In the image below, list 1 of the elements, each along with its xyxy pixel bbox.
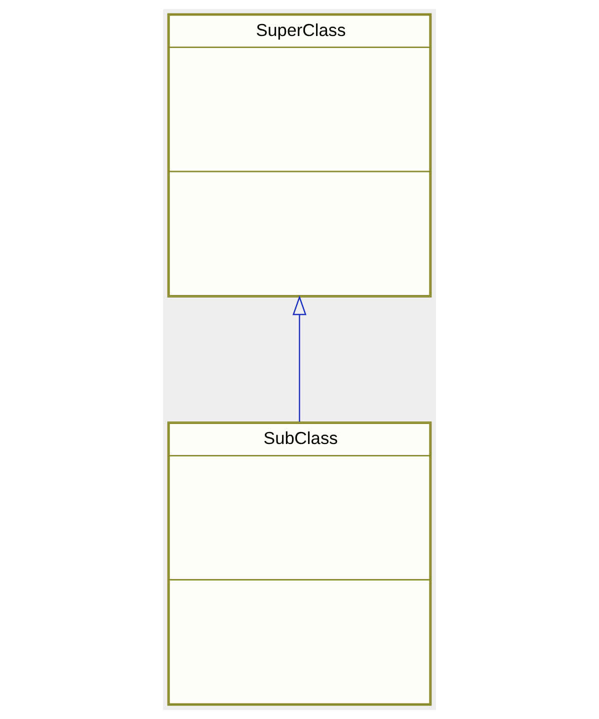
arrow xyxy=(292,295,306,422)
